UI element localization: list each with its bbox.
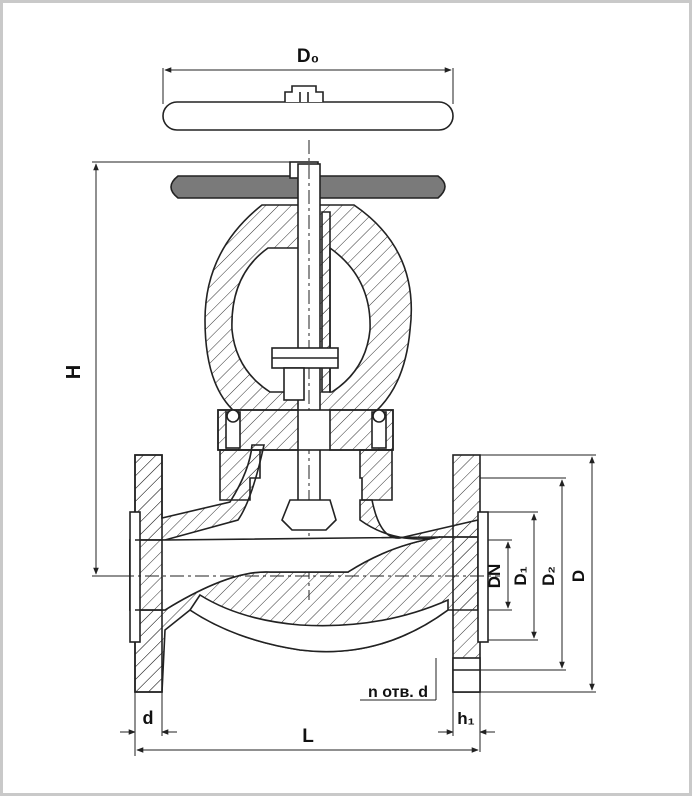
label-h1: h₁ <box>457 709 474 728</box>
dim-h1 <box>438 692 495 752</box>
label-flange-d: d <box>143 708 154 728</box>
label-d0: D₀ <box>297 46 319 67</box>
dim-bolt-hole <box>360 658 437 701</box>
dim-d <box>480 454 596 693</box>
dim-d2 <box>480 477 566 671</box>
label-l: L <box>302 726 314 747</box>
dim-d1 <box>488 511 538 641</box>
bonnet-flange <box>217 409 394 451</box>
valve-body <box>129 444 479 693</box>
dim-flange-thickness <box>120 692 177 736</box>
right-flange <box>452 454 489 693</box>
label-d2: D₂ <box>539 566 558 586</box>
stem-nut <box>271 347 339 401</box>
dim-l <box>134 736 479 756</box>
handwheel-top <box>162 85 454 131</box>
dim-dn <box>488 539 512 611</box>
dim-h <box>92 161 300 577</box>
label-h: H <box>63 365 85 379</box>
label-bolt-holes: n отв. d <box>368 684 428 701</box>
dim-d0 <box>162 67 454 104</box>
label-d: D <box>569 570 588 582</box>
label-d1: D₁ <box>511 566 530 585</box>
left-flange <box>129 454 163 693</box>
label-dn: DN <box>485 564 504 589</box>
